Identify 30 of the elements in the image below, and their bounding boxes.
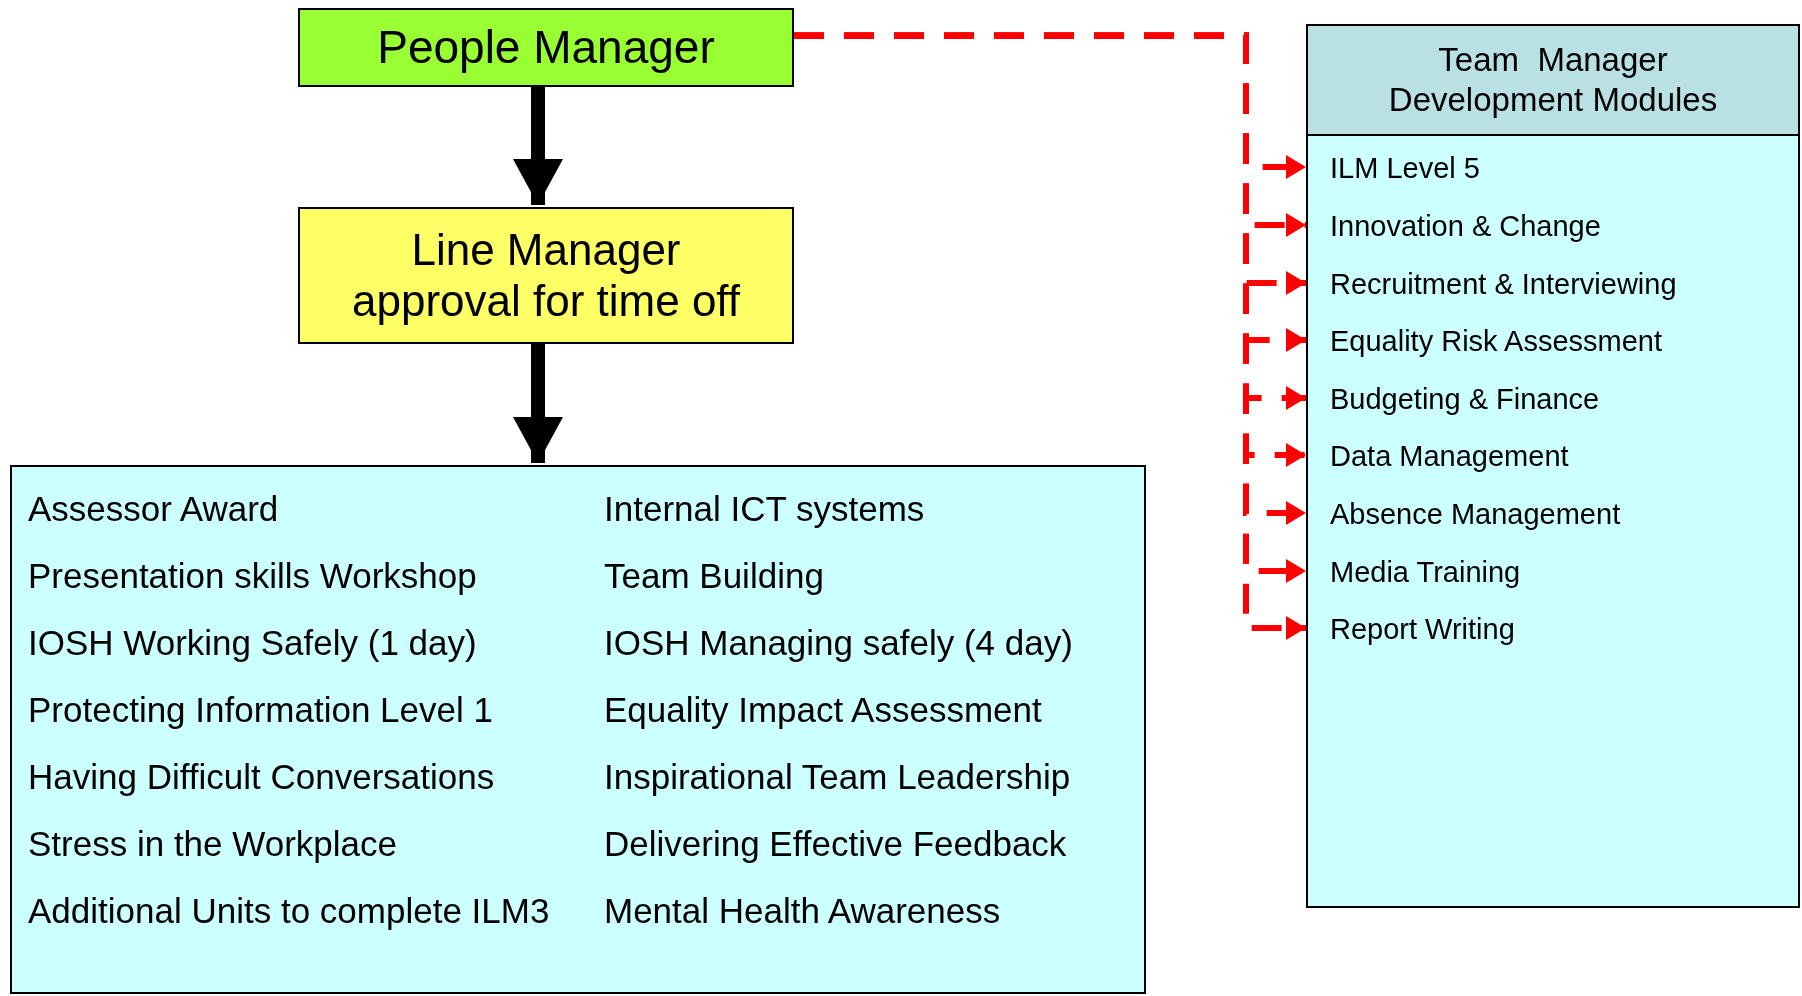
module-item: Recruitment & Interviewing: [1310, 260, 1780, 310]
module-item: Media Training: [1310, 548, 1780, 598]
course-item: IOSH Working Safely (1 day): [28, 625, 477, 660]
course-item: Delivering Effective Feedback: [604, 826, 1067, 861]
course-item: Assessor Award: [28, 491, 279, 526]
module-item: Report Writing: [1310, 605, 1780, 655]
course-item: Mental Health Awareness: [604, 893, 1001, 928]
course-item: Protecting Information Level 1: [28, 692, 493, 727]
arrow: [513, 344, 563, 463]
course-item: Team Building: [604, 558, 824, 593]
course-item: Inspirational Team Leadership: [604, 759, 1071, 794]
course-item: Equality Impact Assessment: [604, 692, 1042, 727]
module-item: Innovation & Change: [1310, 202, 1780, 252]
module-item: Equality Risk Assessment: [1310, 317, 1780, 367]
approval-box: Line Manager approval for time off: [298, 207, 794, 344]
course-list-box: [10, 465, 1146, 994]
course-item: IOSH Managing safely (4 day): [604, 625, 1073, 660]
modules-panel: [1306, 24, 1800, 908]
course-item: Additional Units to complete ILM3: [28, 893, 550, 928]
course-item: Presentation skills Workshop: [28, 558, 477, 593]
module-item: Absence Management: [1310, 490, 1780, 540]
module-item: Data Management: [1310, 432, 1780, 482]
panel-header: Team Manager Development Modules: [1308, 26, 1798, 136]
module-item: ILM Level 5: [1310, 144, 1780, 194]
arrow: [513, 87, 563, 205]
role-box: People Manager: [298, 8, 794, 87]
course-item: Internal ICT systems: [604, 491, 925, 526]
course-item: Stress in the Workplace: [28, 826, 397, 861]
module-item: Budgeting & Finance: [1310, 375, 1780, 425]
course-item: Having Difficult Conversations: [28, 759, 495, 794]
